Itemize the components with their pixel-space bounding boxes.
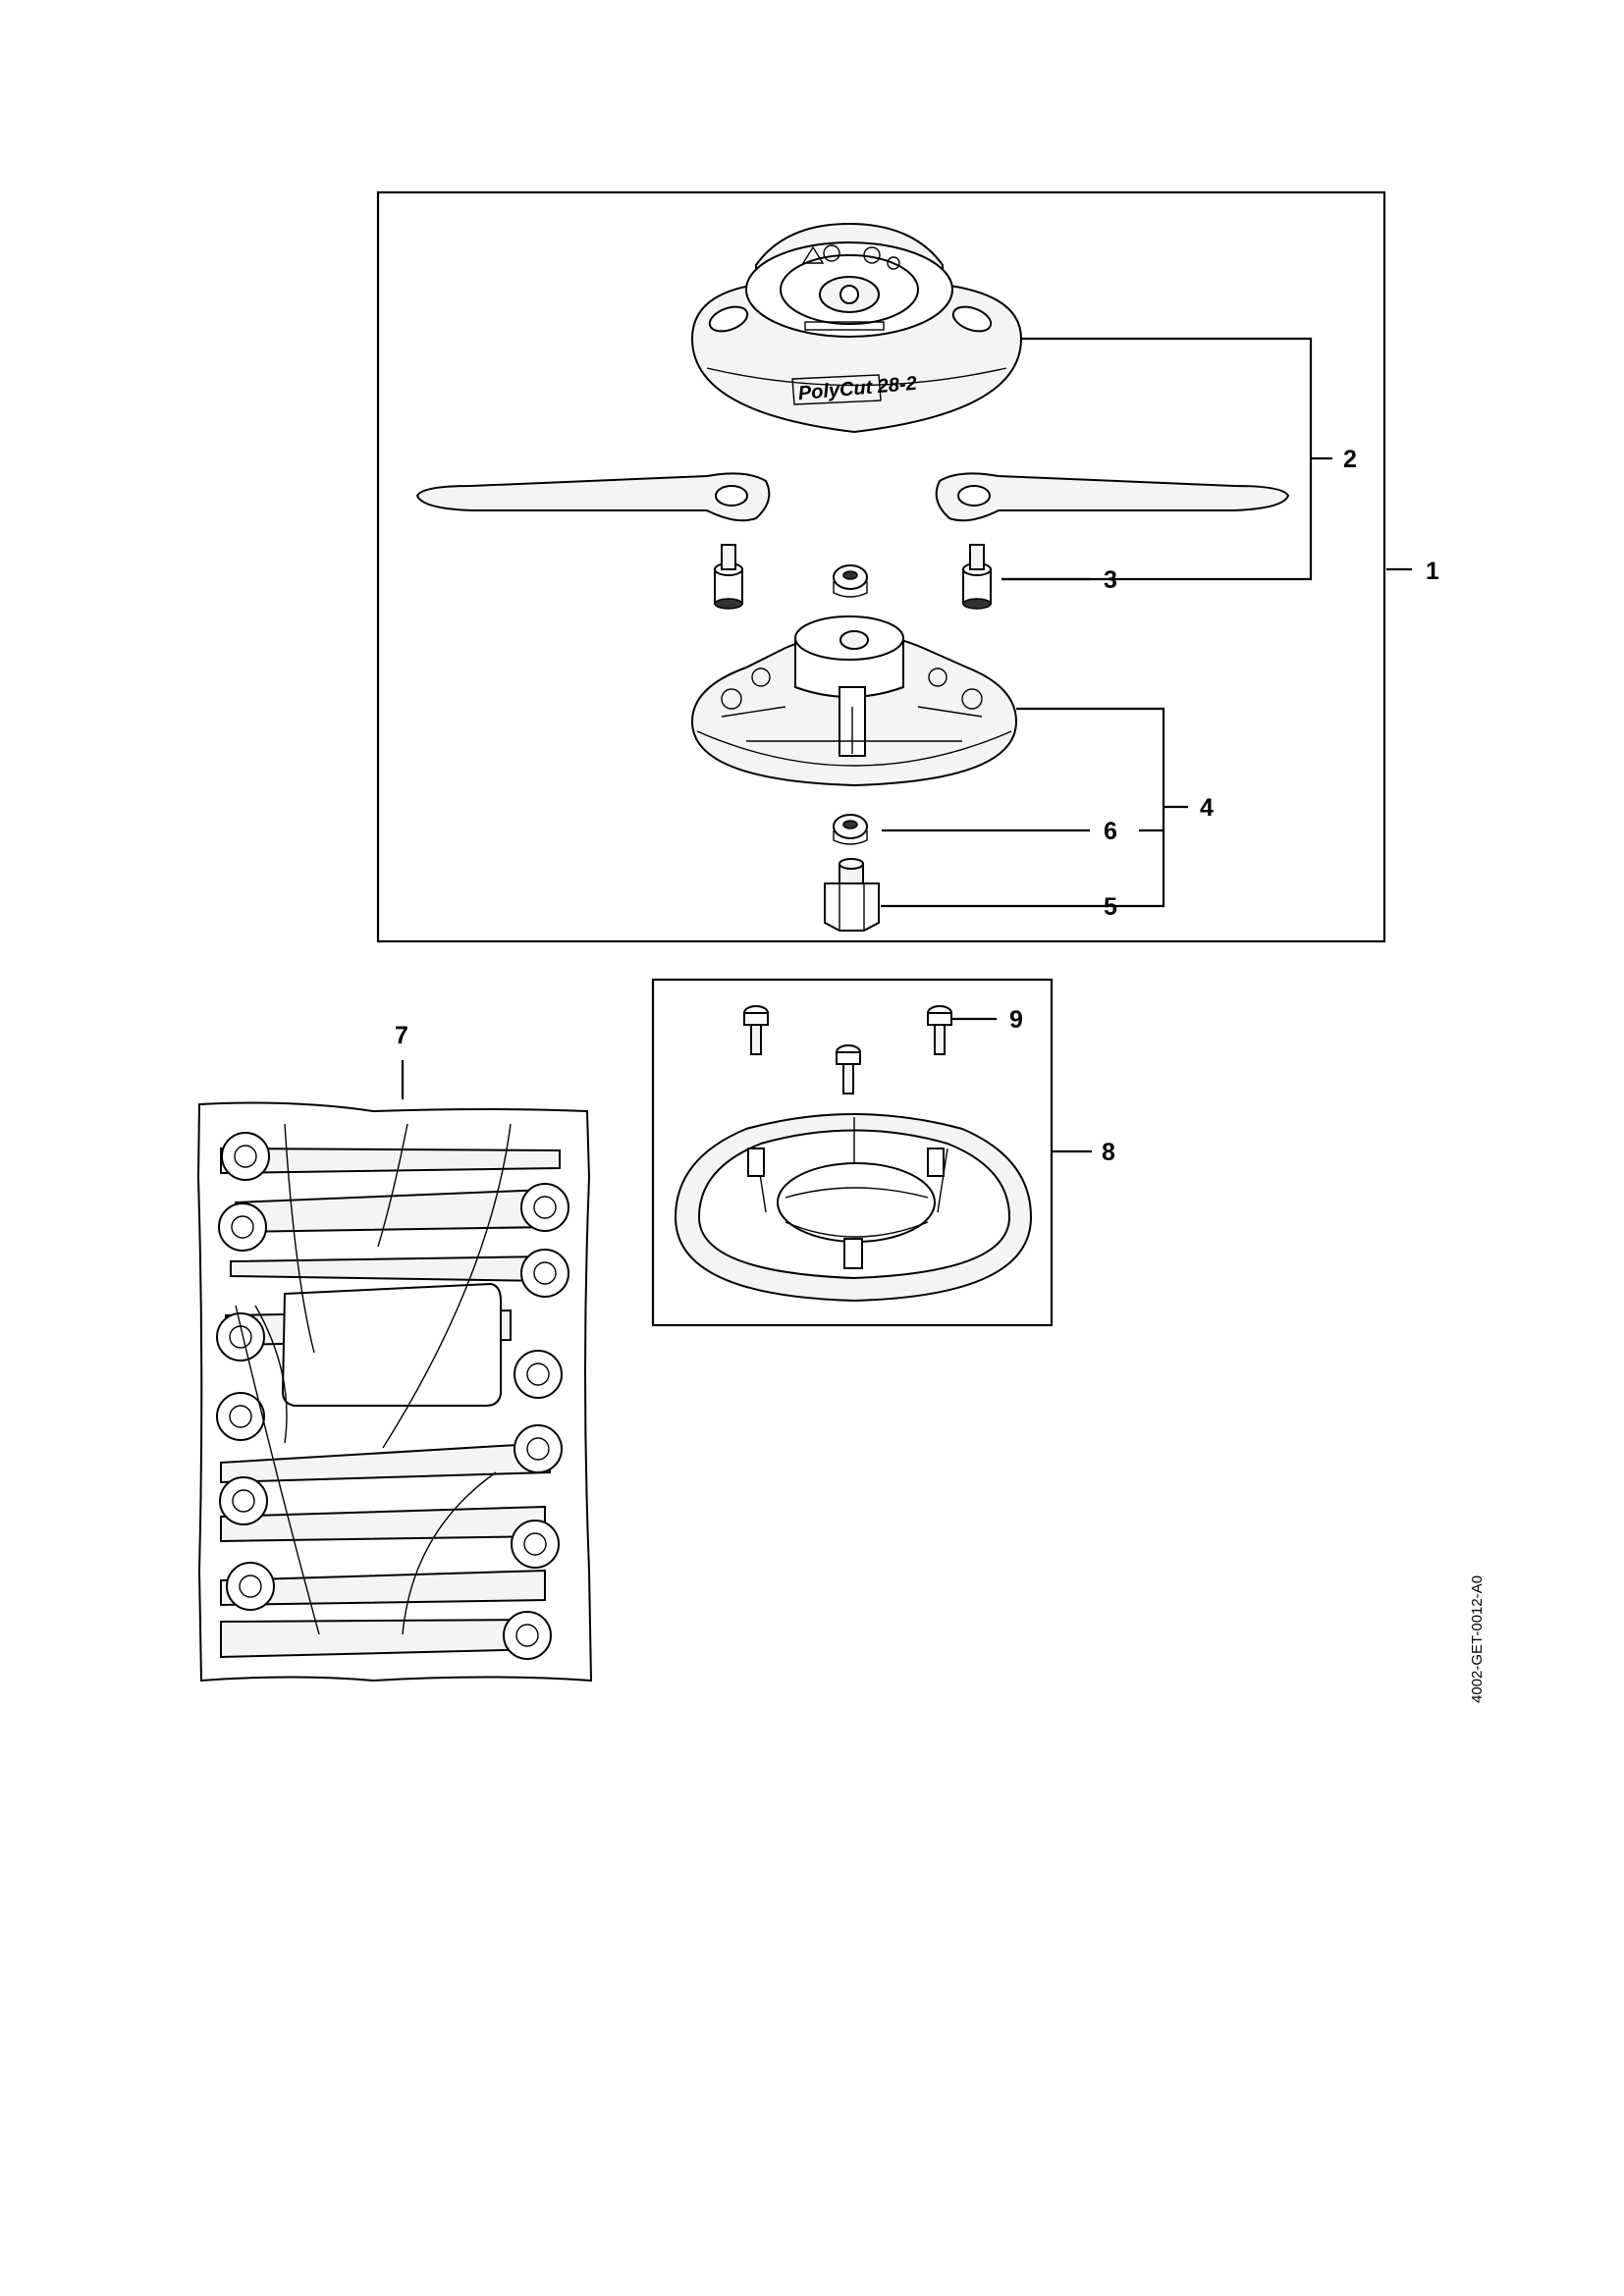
screw-right xyxy=(927,1005,952,1055)
blade-left xyxy=(415,472,771,522)
callout-4: 4 xyxy=(1200,794,1214,822)
leader-lines-main xyxy=(881,337,1412,908)
callout-6: 6 xyxy=(1104,818,1117,845)
callout-9: 9 xyxy=(1009,1006,1023,1034)
cutter-head-housing: PolyCut 28-2 xyxy=(690,222,1023,434)
hex-nut-part-5 xyxy=(824,858,880,932)
blade-right xyxy=(935,472,1290,522)
sleeve-right xyxy=(962,544,992,610)
screw-left xyxy=(743,1005,769,1055)
callout-3: 3 xyxy=(1104,566,1117,594)
screw-center xyxy=(836,1044,861,1095)
base-plate xyxy=(690,615,1018,787)
assembly-frame-1 xyxy=(376,190,1386,943)
callout-7: 7 xyxy=(395,1022,408,1049)
plate-part-8 xyxy=(674,1113,1033,1303)
drawing-code: 4002-GET-0012-A0 xyxy=(1469,1575,1486,1703)
blade-pack-part-7 xyxy=(196,1101,593,1682)
callout-1: 1 xyxy=(1426,558,1439,585)
callout-8: 8 xyxy=(1102,1139,1115,1166)
nut-part-6 xyxy=(833,814,868,845)
nut-center-top xyxy=(833,564,868,598)
callout-5: 5 xyxy=(1104,893,1117,921)
sleeve-left xyxy=(714,544,743,610)
callout-2: 2 xyxy=(1343,446,1357,473)
